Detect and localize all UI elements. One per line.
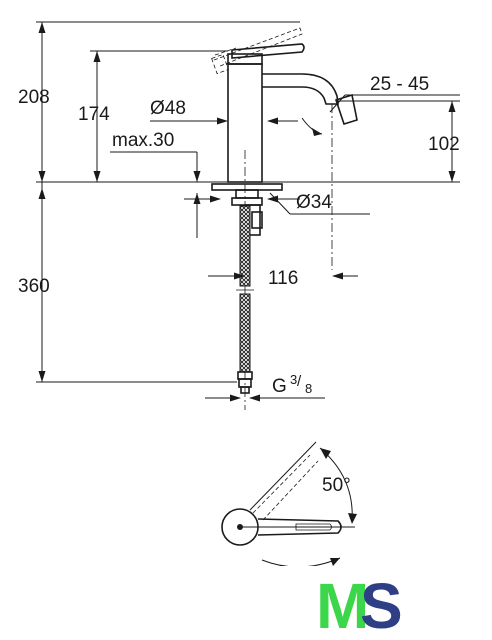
hose-lower (239, 293, 251, 373)
dim-label-g-den: 8 (305, 381, 312, 396)
arrow-up (38, 22, 46, 33)
arrow-right (210, 195, 221, 203)
dim-diameter-48 (150, 117, 298, 125)
mounting-nut (235, 189, 259, 199)
dim-diameter-34 (184, 192, 370, 215)
dim-label-max30: max.30 (112, 130, 174, 151)
logo-letter-s: S (360, 570, 403, 640)
dim-360 (36, 182, 237, 383)
arrow-up (93, 51, 101, 62)
arrow-down (93, 171, 101, 182)
arrow-left (249, 394, 260, 402)
top-view-lever-rotated (252, 454, 319, 521)
faucet-body (211, 27, 358, 270)
dim-116 (208, 272, 358, 280)
arrow-left (267, 117, 278, 125)
fraction-slash: / (297, 373, 302, 390)
supply-hose (236, 205, 254, 394)
dim-label-116: 116 (268, 268, 298, 289)
arrow-down (448, 171, 456, 182)
arrow-down (193, 171, 201, 182)
lever-alt-box (211, 53, 229, 75)
arrow-left (267, 195, 278, 203)
leader-34-diag (269, 192, 291, 215)
arrow-up (38, 188, 46, 199)
dim-label-25-45: 25 - 45 (370, 74, 429, 95)
dim-label-50: 50° (322, 475, 351, 496)
dim-max-30 (110, 151, 201, 238)
crop-mask (0, 566, 492, 572)
arc-arrow-lower (330, 558, 340, 566)
arrow-right (234, 272, 245, 280)
arc-arrow-bottom (348, 513, 357, 524)
dim-208 (36, 21, 300, 182)
dim-label-208: 208 (18, 87, 50, 108)
lever-handle (231, 43, 305, 59)
faucet-spout (262, 73, 339, 105)
arrow-down (38, 371, 46, 382)
angle-arc-lower (261, 557, 341, 568)
faucet-column (227, 63, 263, 183)
lever-alt-position (213, 27, 303, 67)
dim-label-174: 174 (78, 104, 110, 125)
logo-letter-m: M (316, 570, 369, 640)
dim-label-360: 360 (18, 276, 50, 297)
hose-thread (240, 386, 250, 394)
mounting-plate (231, 197, 263, 206)
arrow-arc (312, 128, 322, 136)
mounting-washer (211, 183, 283, 191)
top-view (221, 441, 357, 568)
dim-thread-g38 (205, 394, 325, 402)
mounting-stud-right (251, 211, 263, 229)
arrow-down (38, 171, 46, 182)
arrow-right (217, 117, 228, 125)
dim-label-g-num: 3 (290, 372, 297, 387)
arc-arrow-top (320, 448, 331, 459)
top-view-rotated-axis (249, 441, 317, 511)
dim-102 (338, 100, 460, 182)
dim-174 (90, 50, 228, 182)
angle-arc (301, 117, 323, 135)
dim-label-102: 102 (428, 134, 460, 155)
dim-label-34: Ø34 (296, 192, 332, 213)
arrow-up (448, 101, 456, 112)
ms-logo: M S (316, 570, 403, 640)
dim-label-g: G (272, 376, 287, 397)
dim-label-48: Ø48 (150, 98, 186, 119)
arrow-left (332, 272, 343, 280)
aerator (334, 93, 358, 125)
arrow-right (230, 394, 241, 402)
hose-upper (239, 205, 251, 287)
